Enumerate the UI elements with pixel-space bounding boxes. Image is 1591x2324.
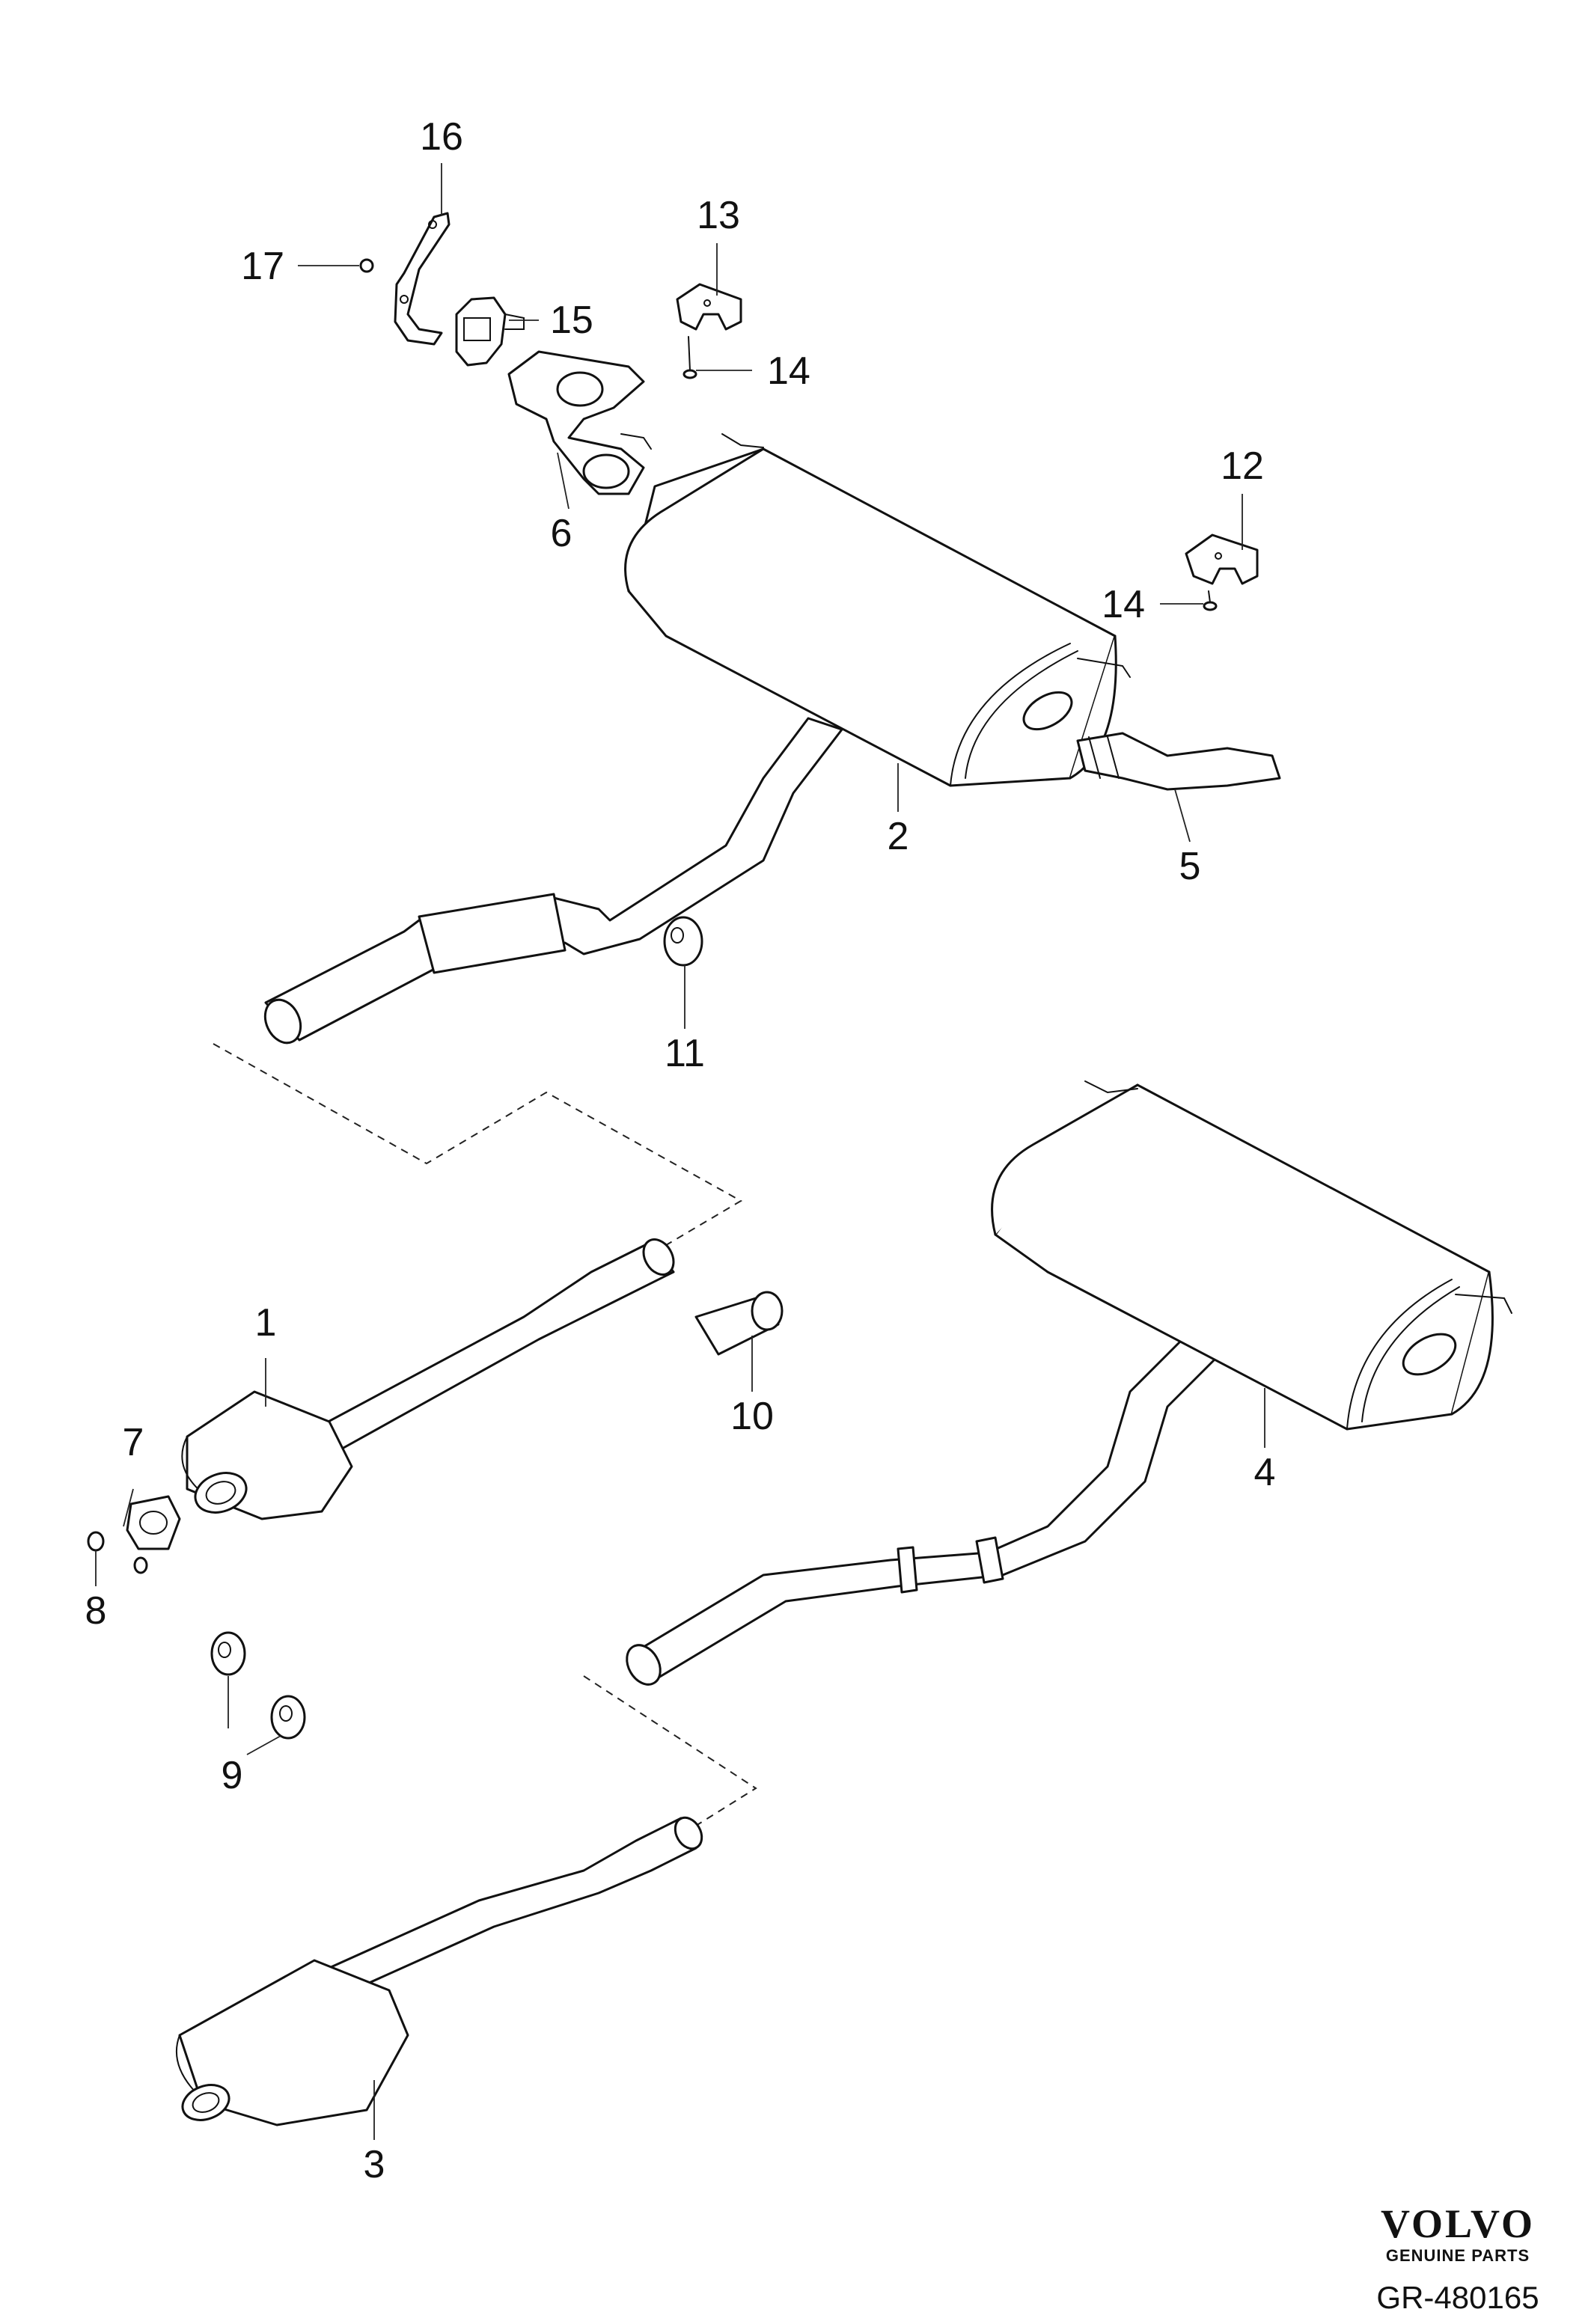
connector-line-lower: [583, 1675, 757, 1826]
callout-12: 12: [1221, 444, 1264, 488]
leader-lines: [95, 163, 1265, 2140]
callout-8: 8: [85, 1589, 107, 1633]
gasket-part-7: [126, 1495, 181, 1550]
callout-14-right: 14: [1102, 583, 1145, 626]
callout-11: 11: [665, 1032, 705, 1075]
front-muffler-part-3: [175, 1816, 703, 2126]
nut-part-8: [87, 1531, 148, 1574]
callout-13: 13: [697, 194, 740, 237]
callout-1: 1: [255, 1301, 277, 1345]
callout-labels: 1 2 3 4 5 6 7 8 9 10 11 12 13 14 14 15 1…: [85, 115, 1276, 2186]
connector-line-upper: [213, 1043, 743, 1250]
callout-16: 16: [420, 115, 463, 159]
bracket-part-16: [394, 212, 451, 346]
clamp-part-10: [694, 1291, 784, 1356]
callout-6: 6: [551, 512, 572, 555]
tail-pipe-part-5: [1076, 732, 1281, 791]
bolt-part-14-upper: [682, 336, 697, 379]
callout-9: 9: [222, 1754, 243, 1797]
front-muffler-part-1: [181, 1238, 675, 1520]
rear-muffler-part-2: [263, 433, 1131, 1045]
rubber-mount-part-11: [663, 916, 703, 967]
hanger-bracket-part-12: [1185, 533, 1259, 585]
valve-pipe-part-6: [507, 350, 652, 495]
volvo-logo: VOLVO: [1381, 2201, 1535, 2246]
callout-4: 4: [1254, 1451, 1276, 1494]
callout-17: 17: [241, 245, 284, 288]
genuine-parts-tagline: GENUINE PARTS: [1386, 2246, 1530, 2265]
callout-3: 3: [364, 2143, 385, 2186]
callout-10: 10: [730, 1395, 774, 1438]
callout-2: 2: [888, 815, 909, 858]
callout-7: 7: [123, 1421, 144, 1464]
bolt-part-14-right: [1203, 590, 1218, 611]
nut-part-17: [359, 258, 374, 273]
valve-actuator-part-15: [455, 296, 525, 367]
callout-14-upper: 14: [767, 349, 810, 393]
callout-15: 15: [550, 299, 593, 342]
rubber-mounts-part-9: [210, 1631, 306, 1740]
reference-code: GR-480165: [1376, 2280, 1539, 2315]
hanger-bracket-part-13: [676, 283, 742, 331]
brand-block: VOLVO GENUINE PARTS GR-480165: [1376, 2201, 1539, 2315]
callout-5: 5: [1179, 845, 1201, 888]
rear-muffler-part-4: [626, 1080, 1512, 1686]
